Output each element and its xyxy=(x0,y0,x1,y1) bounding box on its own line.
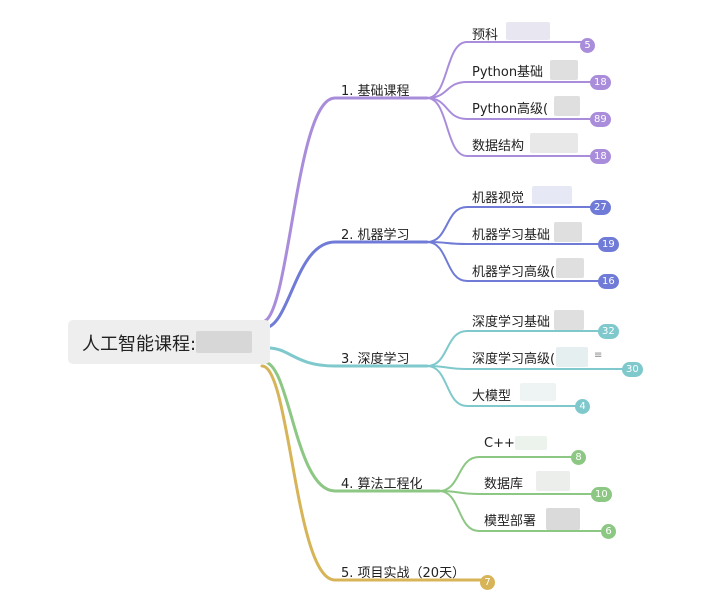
count-badge: 7 xyxy=(480,575,495,590)
leaf-node[interactable]: 机器视觉 xyxy=(472,187,524,206)
connector-line xyxy=(426,206,598,243)
connector-line xyxy=(438,456,579,492)
leaf-node[interactable]: 深度学习基础 xyxy=(472,311,550,330)
connector-line xyxy=(260,364,489,582)
connector-line xyxy=(426,241,606,282)
note-icon[interactable]: ≡ xyxy=(594,350,603,361)
count-badge: 89 xyxy=(590,112,611,127)
connector-line xyxy=(262,240,429,330)
redacted-block xyxy=(506,22,550,40)
leaf-label: 机器学习高级( xyxy=(472,265,556,280)
leaf-label: 机器视觉 xyxy=(472,191,525,206)
branch-node-dl[interactable]: 3. 深度学习 xyxy=(341,348,410,367)
connector-line xyxy=(260,96,429,324)
redacted-block xyxy=(546,508,580,530)
leaf-label: 数据库 xyxy=(484,477,524,492)
leaf-label: 机器学习基础 xyxy=(472,228,551,243)
count-badge: 5 xyxy=(580,38,595,53)
connector-line xyxy=(262,360,441,493)
branch-label: 3. 深度学习 xyxy=(341,352,410,367)
redacted-block xyxy=(554,310,584,330)
redacted-block xyxy=(556,258,584,278)
redacted-block xyxy=(554,96,580,116)
leaf-node[interactable]: 大模型 xyxy=(472,385,511,404)
connector-line xyxy=(426,97,598,120)
connector-line xyxy=(426,97,598,157)
leaf-label: Python基础 xyxy=(472,65,544,80)
count-badge: 16 xyxy=(598,274,619,289)
leaf-node[interactable]: 深度学习高级( xyxy=(472,348,555,367)
count-badge: 6 xyxy=(601,524,616,539)
branch-label: 4. 算法工程化 xyxy=(341,477,423,492)
redacted-block xyxy=(532,186,572,204)
leaf-label: 数据结构 xyxy=(472,139,525,154)
redacted-block xyxy=(550,60,578,80)
count-badge: 19 xyxy=(598,237,619,252)
connector-line xyxy=(426,81,598,99)
count-badge: 8 xyxy=(571,450,586,465)
leaf-label: 深度学习高级( xyxy=(472,352,556,367)
branch-node-basic[interactable]: 1. 基础课程 xyxy=(341,80,410,99)
branch-node-ml[interactable]: 2. 机器学习 xyxy=(341,224,410,243)
connector-line xyxy=(426,365,583,407)
leaf-node[interactable]: 机器学习高级( xyxy=(472,261,555,280)
leaf-label: 深度学习基础 xyxy=(472,315,551,330)
redacted-block xyxy=(536,471,570,491)
leaf-node[interactable]: Python高级( xyxy=(472,98,548,117)
root-node-label: 人工智能课程: xyxy=(82,334,197,355)
leaf-label: 模型部署 xyxy=(484,514,537,529)
count-badge: 32 xyxy=(598,324,619,339)
leaf-label: Python高级( xyxy=(472,102,549,117)
root-node[interactable]: 人工智能课程: xyxy=(68,320,270,364)
count-badge: 18 xyxy=(590,149,611,164)
count-badge: 30 xyxy=(622,362,643,377)
redacted-block xyxy=(196,331,252,353)
count-badge: 27 xyxy=(590,200,611,215)
leaf-node[interactable]: Python基础 xyxy=(472,61,543,80)
leaf-node[interactable]: 数据结构 xyxy=(472,135,524,154)
branch-node-project[interactable]: 5. 项目实战（20天） xyxy=(341,562,465,581)
redacted-block xyxy=(554,222,582,242)
leaf-label: C++ xyxy=(484,436,515,451)
connector-line xyxy=(266,346,429,368)
connector-line xyxy=(438,490,609,532)
redacted-block xyxy=(520,383,556,401)
redacted-block xyxy=(530,133,578,153)
redacted-block xyxy=(515,436,547,450)
leaf-node[interactable]: 模型部署 xyxy=(484,510,536,529)
branch-label: 2. 机器学习 xyxy=(341,228,410,243)
redacted-block xyxy=(556,347,588,367)
leaf-node[interactable]: 预科 xyxy=(472,24,498,43)
leaf-node[interactable]: C++ xyxy=(484,436,515,451)
branch-label: 1. 基础课程 xyxy=(341,84,410,99)
count-badge: 4 xyxy=(575,399,590,414)
count-badge: 10 xyxy=(591,487,612,502)
branch-label: 5. 项目实战（20天） xyxy=(341,566,466,581)
leaf-node[interactable]: 数据库 xyxy=(484,473,523,492)
leaf-label: 预科 xyxy=(472,28,499,43)
leaf-node[interactable]: 机器学习基础 xyxy=(472,224,550,243)
connector-line xyxy=(426,41,588,99)
branch-node-eng[interactable]: 4. 算法工程化 xyxy=(341,473,423,492)
count-badge: 18 xyxy=(590,75,611,90)
leaf-label: 大模型 xyxy=(472,389,512,404)
connector-line xyxy=(426,330,606,367)
